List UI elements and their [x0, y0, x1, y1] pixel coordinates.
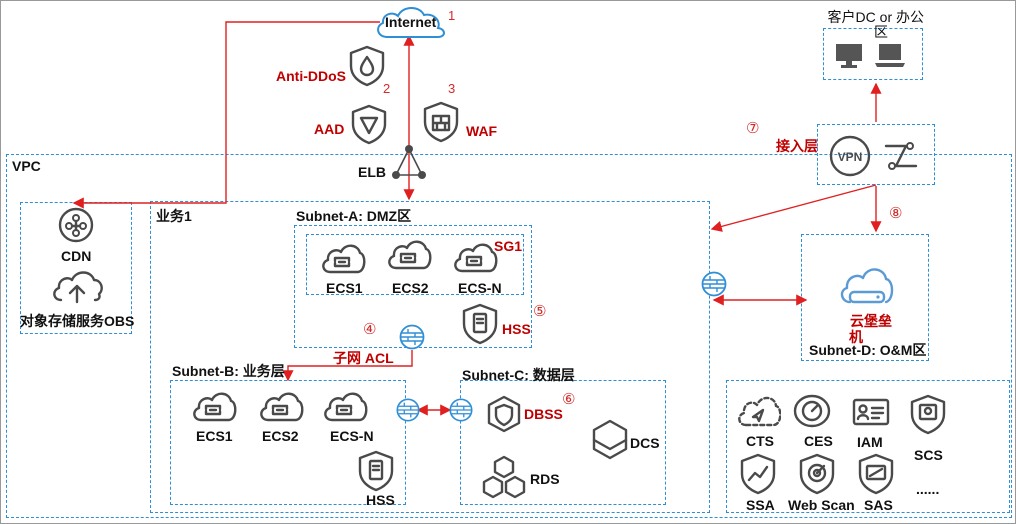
subnet-a-ecsn-label: ECS-N	[458, 280, 502, 296]
bastion-label-line2: 机	[849, 329, 863, 345]
mgmt-box	[726, 380, 1010, 513]
svg-text:VPN: VPN	[838, 150, 863, 164]
vpc-box	[6, 154, 1012, 518]
obs-label: 对象存储服务OBS	[20, 313, 135, 329]
subnet-a-ecs1-label: ECS1	[326, 280, 363, 296]
internet-number: 1	[448, 8, 456, 23]
laptop-icon	[875, 44, 905, 67]
aad-shield-icon	[351, 104, 387, 145]
ecs-group-box	[306, 234, 524, 295]
subnet-c-title: Subnet-C: 数据层	[462, 367, 575, 383]
elb-label: ELB	[358, 164, 386, 180]
firewall-icon	[396, 398, 420, 422]
ecs-cloud-icon	[388, 240, 432, 270]
web-scan-label: Web Scan	[788, 497, 855, 513]
subnet-b-ecsn-label: ECS-N	[330, 428, 374, 444]
ecs-cloud-icon	[322, 244, 366, 274]
cts-cloud-icon	[738, 396, 781, 427]
bastion-label: 云堡垒 机	[843, 313, 899, 345]
access-layer-label: 接入层	[776, 138, 818, 154]
subnet-acl-label: 子网 ACL	[333, 350, 394, 366]
subnet-b-ecs2-label: ECS2	[262, 428, 299, 444]
access-number-7: ⑦	[746, 120, 760, 137]
cts-label: CTS	[746, 433, 774, 449]
subnet-d-title: Subnet-D: O&M区	[809, 342, 927, 358]
hss-number-5: ⑤	[533, 303, 547, 320]
firewall-icon	[449, 398, 473, 422]
web-scan-radar-shield-icon	[799, 453, 835, 495]
bastion-host-icon	[840, 268, 894, 304]
anti-ddos-shield-icon	[349, 45, 385, 87]
internet-cloud-icon	[377, 7, 445, 38]
subnet-b-title: Subnet-B: 业务层	[172, 363, 285, 379]
subnet-a-title: Subnet-A: DMZ区	[296, 208, 412, 224]
vpc-label: VPC	[12, 158, 41, 174]
internet-label: Internet	[385, 14, 437, 30]
ecs-cloud-icon	[454, 243, 498, 273]
ecs-cloud-icon	[260, 392, 304, 422]
ecs-cloud-icon	[193, 392, 237, 422]
acl-number-4: ④	[363, 321, 377, 338]
dbss-label: DBSS	[524, 406, 563, 422]
rds-label: RDS	[530, 471, 560, 487]
scs-certificate-shield-icon	[910, 394, 946, 435]
access-box	[817, 124, 935, 185]
sas-label: SAS	[864, 497, 893, 513]
bastion-label-line1: 云堡垒	[850, 313, 892, 329]
obs-cloud-upload-icon	[53, 271, 103, 304]
dbss-number-6: ⑥	[562, 391, 576, 408]
ecs-cloud-icon	[324, 392, 368, 422]
subnet-c-box	[460, 380, 666, 505]
access-number-8: ⑧	[889, 205, 903, 222]
anti-ddos-label: Anti-DDoS	[276, 68, 346, 84]
hss-shield-icon	[358, 450, 394, 492]
customer-label-line1: 客户DC or 办公	[827, 9, 924, 25]
customer-label-line2: 区	[874, 24, 888, 40]
scs-label: SCS	[914, 447, 943, 463]
subnet-b-ecs1-label: ECS1	[196, 428, 233, 444]
vpn-icon: VPN	[829, 135, 871, 177]
cdn-icon	[58, 207, 94, 243]
iam-label: IAM	[857, 434, 883, 450]
subnet-a-ecs2-label: ECS2	[392, 280, 429, 296]
customer-box	[823, 28, 923, 80]
elb-load-balancer-icon	[392, 145, 426, 179]
dcs-hexagon-icon	[592, 419, 628, 460]
sas-shield-icon	[858, 453, 894, 495]
business-box	[150, 201, 710, 513]
ssa-chart-shield-icon	[740, 453, 776, 495]
ces-label: CES	[804, 433, 833, 449]
firewall-icon	[701, 271, 727, 297]
monitor-icon	[836, 44, 862, 68]
anti-ddos-number: 2	[383, 81, 391, 96]
customer-label: 客户DC or 办公 区	[820, 9, 924, 40]
firewall-icon	[399, 324, 425, 350]
dcs-label: DCS	[630, 435, 660, 451]
iam-id-card-icon	[852, 398, 890, 426]
aad-label: AAD	[314, 121, 345, 137]
subnet-b-hss-label: HSS	[366, 492, 395, 508]
direct-connect-icon	[884, 142, 918, 170]
rds-hexagons-icon	[482, 455, 526, 499]
access-business-line	[710, 184, 877, 232]
business-label: 业务1	[156, 208, 192, 224]
hss-shield-icon	[462, 303, 498, 345]
waf-number: 3	[448, 81, 456, 96]
cdn-label: CDN	[61, 248, 92, 264]
dbss-hexagon-shield-icon	[487, 395, 521, 433]
sg1-label: SG1	[494, 238, 523, 254]
internet-cdn-line	[72, 21, 380, 209]
subnet-a-hss-label: HSS	[502, 321, 531, 337]
acl-subnet-b-line	[282, 350, 413, 382]
waf-shield-icon	[423, 101, 459, 143]
ces-gauge-icon	[793, 394, 831, 428]
waf-label: WAF	[466, 123, 498, 139]
more-services-ellipsis: ......	[916, 481, 940, 497]
ssa-label: SSA	[746, 497, 775, 513]
